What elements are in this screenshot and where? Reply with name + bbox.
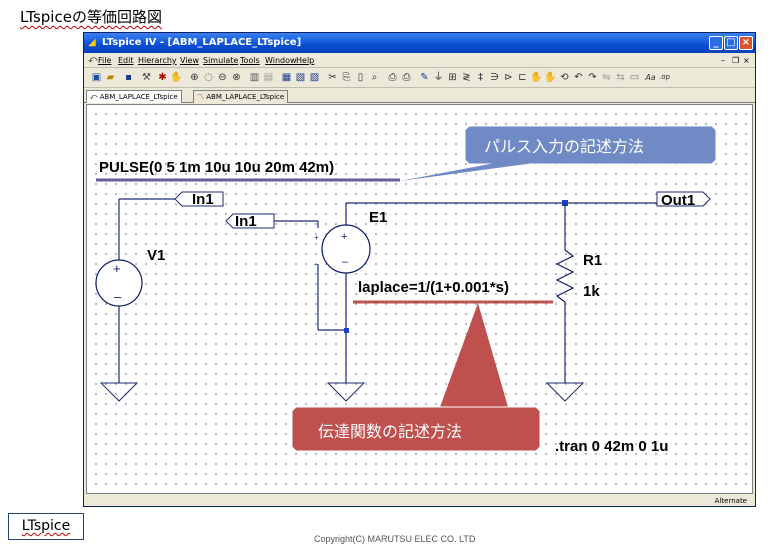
menu-bar: ⤺ File Edit Hierarchy View Simulate Tool… bbox=[84, 53, 755, 68]
print-setup-icon[interactable]: ⎙ bbox=[388, 72, 397, 83]
menu-tools[interactable]: Tools bbox=[240, 56, 260, 65]
net-label-in1-mid[interactable] bbox=[225, 213, 275, 229]
autorange-icon[interactable]: ▥ bbox=[249, 72, 260, 83]
menu-view[interactable]: View bbox=[180, 56, 199, 65]
minimize-button[interactable]: _ bbox=[709, 36, 723, 50]
text-icon[interactable]: Aa bbox=[645, 73, 656, 82]
control-panel-icon[interactable]: ⚒ bbox=[142, 72, 151, 83]
net-label-out1[interactable] bbox=[656, 191, 711, 207]
v1-plus-sign: + bbox=[113, 261, 121, 276]
tab-schematic[interactable]: ⤺ ABM_LAPLACE_LTspice bbox=[86, 90, 182, 103]
resistor-r1[interactable] bbox=[555, 249, 575, 303]
waveform-icon: 〽 bbox=[197, 93, 204, 101]
net-label-in1-top-text: In1 bbox=[192, 191, 214, 208]
window-title: LTspice IV - [ABM_LAPLACE_LTspice] bbox=[102, 37, 302, 48]
grid-icon[interactable]: ▤ bbox=[263, 72, 274, 83]
zoom-fit-icon[interactable]: ⊗ bbox=[232, 72, 241, 83]
copy-icon[interactable]: ⎘ bbox=[342, 72, 351, 83]
r1-name: R1 bbox=[583, 252, 602, 269]
menu-window[interactable]: Window bbox=[265, 56, 297, 65]
toolbar: ▣ ▰ ▪ ⚒ ✱ ✋ ⊕ ◌ ⊖ ⊗ ▥ ▤ ▦ ▧ ▨ ✂ ⎘ ▯ ⌕ ⎙ … bbox=[84, 68, 755, 88]
ground-symbol bbox=[545, 382, 585, 402]
inductor-icon[interactable]: ∋ bbox=[490, 72, 499, 83]
status-bar: Alternate bbox=[84, 495, 755, 507]
rotate-icon[interactable]: ⟲ bbox=[560, 72, 569, 83]
open-folder-icon[interactable]: ▰ bbox=[106, 72, 115, 83]
e1-plus-sign: + bbox=[341, 231, 347, 243]
title-bar[interactable]: ◢ LTspice IV - [ABM_LAPLACE_LTspice] _ □… bbox=[84, 33, 755, 53]
mirror-icon[interactable]: ⇋ bbox=[602, 72, 611, 83]
resistor-icon[interactable]: ≷ bbox=[462, 72, 471, 83]
cascade-icon[interactable]: ▧ bbox=[295, 72, 306, 83]
status-mode: Alternate bbox=[714, 497, 747, 505]
schematic-drawing: In1 + – V1 In1 + – + – E1 bbox=[95, 159, 711, 455]
capacitor-icon[interactable]: ‡ bbox=[478, 72, 483, 83]
ltspice-logo-text: LTspice bbox=[21, 518, 71, 534]
e1-name: E1 bbox=[369, 209, 387, 226]
move-icon[interactable]: ✋ bbox=[530, 72, 543, 83]
tab-schematic-label: ABM_LAPLACE_LTspice bbox=[99, 93, 178, 101]
mdi-close-icon[interactable]: × bbox=[743, 56, 750, 65]
close-button[interactable]: × bbox=[739, 36, 753, 50]
ground-symbol bbox=[99, 382, 139, 402]
menu-hierarchy[interactable]: Hierarchy bbox=[138, 56, 177, 65]
document-menu-icon[interactable]: ⤺ bbox=[88, 55, 98, 65]
zoom-in-icon[interactable]: ⊕ bbox=[190, 72, 199, 83]
junction-dot bbox=[344, 328, 349, 333]
tile-horizontal-icon[interactable]: ▦ bbox=[281, 72, 292, 83]
spice-directive-icon[interactable]: .op bbox=[659, 73, 670, 81]
diode-icon[interactable]: ⊳ bbox=[504, 72, 513, 83]
e1-control-plus: + bbox=[314, 233, 319, 242]
zoom-out-icon[interactable]: ⊖ bbox=[218, 72, 227, 83]
e1-minus-sign: – bbox=[342, 256, 349, 268]
delete-icon[interactable]: ▭ bbox=[629, 72, 640, 83]
net-label-out1-text: Out1 bbox=[661, 192, 695, 209]
redo-icon[interactable]: ↷ bbox=[588, 72, 597, 83]
run-icon[interactable]: ✱ bbox=[158, 72, 167, 83]
find-icon[interactable]: ⌕ bbox=[371, 72, 378, 83]
menu-edit[interactable]: Edit bbox=[118, 56, 134, 65]
menu-file[interactable]: File bbox=[98, 56, 112, 65]
laplace-expression[interactable]: laplace=1/(1+0.001*s) bbox=[358, 279, 509, 296]
net-label-in1-top[interactable] bbox=[174, 191, 224, 207]
r1-value: 1k bbox=[583, 283, 600, 300]
mdi-minimize-icon[interactable]: – bbox=[721, 56, 725, 65]
pulse-directive[interactable]: PULSE(0 5 1m 10u 10u 20m 42m) bbox=[99, 159, 334, 176]
cut-icon[interactable]: ✂ bbox=[328, 72, 337, 83]
copyright-text: Copyright(C) MARUTSU ELEC CO. LTD bbox=[314, 534, 476, 544]
drag-icon[interactable]: ✋ bbox=[544, 72, 557, 83]
wire-icon[interactable]: ✎ bbox=[420, 72, 429, 83]
pan-icon[interactable]: ◌ bbox=[204, 72, 213, 83]
slide-title: LTspiceの等価回路図 bbox=[20, 8, 162, 26]
ltspice-logo: LTspice bbox=[8, 513, 84, 540]
tile-vertical-icon[interactable]: ▨ bbox=[309, 72, 320, 83]
maximize-button[interactable]: □ bbox=[724, 36, 738, 50]
rotate-part-icon[interactable]: ⇆ bbox=[616, 72, 625, 83]
v1-name: V1 bbox=[147, 247, 165, 264]
label-net-icon[interactable]: ⊞ bbox=[448, 72, 457, 83]
ground-icon[interactable]: ⏚ bbox=[433, 72, 444, 83]
schematic-canvas[interactable]: In1 + – V1 In1 + – + – E1 bbox=[86, 104, 753, 494]
ltspice-window: ◢ LTspice IV - [ABM_LAPLACE_LTspice] _ □… bbox=[83, 32, 756, 507]
halt-icon[interactable]: ✋ bbox=[170, 72, 183, 83]
save-icon[interactable]: ▪ bbox=[125, 72, 132, 83]
ground-symbol bbox=[326, 382, 366, 402]
menu-help[interactable]: Help bbox=[296, 56, 315, 65]
tab-waveform-label: ABM_LAPLACE_LTspice bbox=[206, 93, 285, 101]
v1-minus-sign: – bbox=[114, 289, 122, 304]
mdi-restore-icon[interactable]: ❐ bbox=[732, 56, 740, 65]
net-label-in1-mid-text: In1 bbox=[235, 213, 257, 230]
paste-icon[interactable]: ▯ bbox=[357, 72, 364, 83]
print-icon[interactable]: ⎙ bbox=[402, 72, 411, 83]
new-schematic-icon[interactable]: ▣ bbox=[91, 72, 102, 83]
tab-waveform[interactable]: 〽 ABM_LAPLACE_LTspice bbox=[193, 90, 289, 103]
document-tabs: ⤺ ABM_LAPLACE_LTspice 〽 ABM_LAPLACE_LTsp… bbox=[84, 88, 755, 103]
tran-directive[interactable]: .tran 0 42m 0 1u bbox=[555, 438, 668, 455]
component-icon[interactable]: ⊏ bbox=[518, 72, 527, 83]
menu-simulate[interactable]: Simulate bbox=[203, 56, 239, 65]
ltspice-app-icon: ◢ bbox=[88, 37, 96, 48]
undo-icon[interactable]: ↶ bbox=[574, 72, 583, 83]
e1-control-minus: – bbox=[314, 260, 319, 269]
